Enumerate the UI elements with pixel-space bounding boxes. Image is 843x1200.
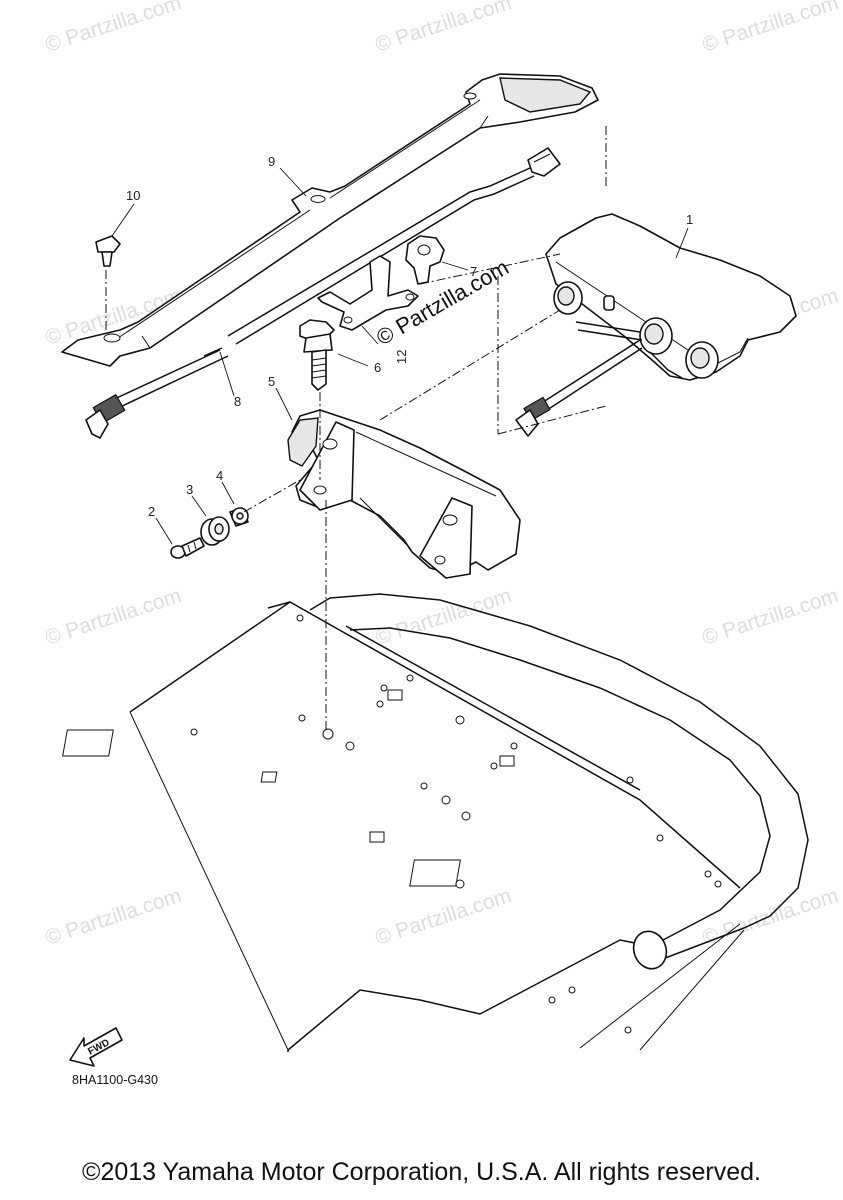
callout-4: 4 xyxy=(216,468,223,483)
callout-7: 7 xyxy=(470,264,477,279)
leader-lines xyxy=(111,167,689,545)
callout-6: 6 xyxy=(374,360,381,375)
callout-5: 5 xyxy=(268,374,275,389)
part-9-cover xyxy=(61,73,599,367)
watermark: © Partzilla.com xyxy=(699,584,841,650)
part-2-screw xyxy=(170,537,205,559)
part-7-clamp xyxy=(405,235,445,285)
part-1-tail-light xyxy=(497,126,797,437)
part-10-clip xyxy=(95,235,121,267)
watermark: © Partzilla.com xyxy=(699,884,841,950)
copyright-notice: ©2013 Yamaha Motor Corporation, U.S.A. A… xyxy=(82,1158,761,1186)
part-8-wire-harness xyxy=(85,147,561,439)
watermark: © Partzilla.com xyxy=(42,0,184,57)
callout-2: 2 xyxy=(148,504,155,519)
callouts: 1 2 3 4 5 6 7 8 9 10 12 xyxy=(126,154,693,519)
part-12-bracket xyxy=(317,255,419,331)
callout-10: 10 xyxy=(126,188,140,203)
callout-8: 8 xyxy=(234,394,241,409)
watermark: © Partzilla.com xyxy=(42,884,184,950)
part-4-collar xyxy=(229,507,249,527)
watermark: © Partzilla.com xyxy=(372,884,514,950)
callout-12: 12 xyxy=(394,350,409,364)
watermark: © Partzilla.com xyxy=(372,0,514,57)
callout-1: 1 xyxy=(686,212,693,227)
drawing-code: 8HA1100-G430 xyxy=(72,1073,158,1087)
callout-9: 9 xyxy=(268,154,275,169)
fwd-arrow-icon: FWD xyxy=(69,1027,123,1067)
watermark: © Partzilla.com xyxy=(372,584,514,650)
callout-3: 3 xyxy=(186,482,193,497)
watermark: © Partzilla.com xyxy=(42,584,184,650)
part-6-bolt xyxy=(299,319,335,391)
fwd-label: FWD xyxy=(86,1037,111,1057)
alignment-lines xyxy=(105,253,561,730)
part-3-grommet xyxy=(200,516,230,546)
chassis-plate xyxy=(62,593,809,1052)
watermark: © Partzilla.com xyxy=(699,0,841,57)
part-5-mount-bracket xyxy=(287,409,521,579)
